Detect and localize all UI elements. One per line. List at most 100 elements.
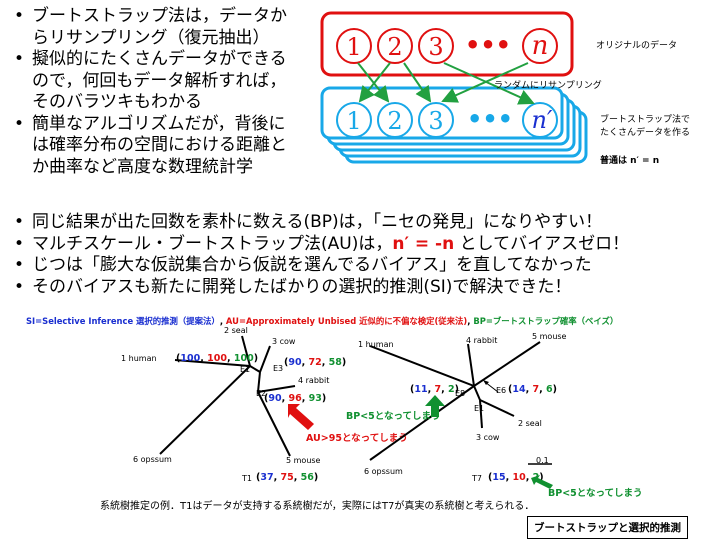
original-data-label: オリジナルのデータ: [596, 39, 677, 51]
triple-au: 75: [280, 472, 294, 483]
triple-bp: 2: [448, 384, 455, 395]
resampled-ellipsis: •••: [467, 105, 513, 133]
leaf-human: 1 human: [121, 354, 157, 363]
resampling-arrows: [357, 62, 535, 105]
bullet-dot: •: [14, 113, 25, 134]
leaf-rabbit: 4 rabbit: [298, 376, 330, 385]
bullet-text: そのバイアスも新たに開発したばかりの選択的推測(SI)で解決できた！: [32, 276, 572, 297]
legend-separator: ,: [467, 316, 474, 326]
tree-branch: [479, 399, 483, 429]
resampled-circle-1: [336, 102, 372, 138]
triple-bp: 100: [233, 353, 254, 364]
legend-bp: BP=ブートストラップ確率（ベイズ）: [473, 316, 619, 326]
triple-t1: (37, 75, 56): [256, 472, 319, 483]
tree-branch: [159, 365, 251, 455]
triple-bp: 93: [308, 393, 322, 404]
bp-arrow-icon: [425, 395, 445, 417]
bullet-line: 擬似的にたくさんデータができる: [32, 49, 287, 69]
edge-label-e1: E1: [474, 404, 485, 413]
bullet-line: ので，何回もデータ解析すれば，: [32, 70, 287, 91]
triple-e1: (100, 100, 100): [176, 353, 259, 364]
leaf-seal: 2 seal: [224, 326, 248, 335]
middle-bullet-list: • 同じ結果が出た回数を素朴に数える(BP)は，「ニセの発見」になりやすい！ •…: [10, 212, 715, 298]
triple-au: 10: [512, 472, 526, 483]
triple-si: 14: [512, 384, 526, 395]
method-legend: SI=Selective Inference 選択的推測（提案法）, AU=Ap…: [26, 315, 618, 327]
tree-branch: [467, 343, 475, 387]
original-circle-2: [377, 28, 413, 64]
tree-branch: [369, 385, 475, 461]
bullet-line: そのバラツキもわかる: [32, 92, 202, 112]
original-item-2: 2: [387, 33, 402, 61]
triple-au: 7: [532, 384, 540, 395]
leaf-mouse: 5 mouse: [286, 456, 321, 465]
legend-au: AU=Approximately Unbised 近似的に不偏な検定(従来法): [225, 316, 468, 326]
bullet-si: • そのバイアスも新たに開発したばかりの選択的推測(SI)で解決できた！: [10, 277, 715, 299]
bullet-dot: •: [14, 276, 25, 297]
original-circle-1: [336, 28, 372, 64]
top-bullet-list: • ブートストラップ法は，データか らリサンプリング（復元抽出） • 擬似的にた…: [10, 6, 330, 178]
bullet-text: マルチスケール・ブートストラップ法(AU)は，: [32, 233, 393, 254]
usual-n-label: 普通は n′ = n: [600, 154, 659, 166]
triple-si: 90: [288, 357, 302, 368]
bullet-bp: • 同じ結果が出た回数を素朴に数える(BP)は，「ニセの発見」になりやすい！: [10, 212, 715, 234]
bullet-text: としてバイアスゼロ！: [454, 233, 630, 254]
bullet-dot: •: [14, 233, 25, 254]
bullet-line: 簡単なアルゴリズムだが，背後に: [32, 113, 286, 134]
tree-branch: [479, 399, 515, 417]
phylogenetic-tree-t1: [159, 335, 296, 457]
tree-label-t1: T1: [242, 474, 252, 483]
triple-e2: (90, 96, 93): [264, 393, 327, 404]
resampled-item-n: n′: [532, 106, 553, 134]
resampled-item-2: 2: [387, 107, 402, 135]
resampled-circle-3: [418, 102, 454, 138]
bullet-line: らリサンプリング（復元抽出）: [32, 27, 270, 48]
triple-si: 37: [260, 472, 274, 483]
tree-branch: [241, 335, 251, 367]
many-data-label-2: たくさんデータを作る: [600, 126, 690, 138]
triple-si: 11: [414, 384, 428, 395]
tree-branch: [257, 391, 291, 457]
leaf-cow: 3 cow: [272, 337, 296, 346]
edge-label-e1: E1: [240, 365, 251, 374]
node-pointer-arrow-icon: [483, 380, 499, 393]
bullet-dot: •: [14, 255, 25, 275]
bullet-dot: •: [14, 49, 25, 69]
bullet-dot: •: [14, 6, 25, 26]
legend-si: SI=Selective Inference 選択的推測（提案法）: [26, 316, 220, 326]
bootstrap-resampling-diagram: 1 2 3 ••• n 1 2 3 ••• n′ オリジナルのデータ ランダムに…: [320, 11, 690, 166]
phylogenetic-tree-t7: [369, 341, 552, 465]
bullet-line: ブートストラップ法は，データか: [32, 6, 287, 26]
leaf-seal: 2 seal: [518, 419, 542, 428]
tree-branch: [473, 385, 481, 401]
tree-branch: [259, 345, 271, 373]
bullet-line: は確率分布の空間における距離と: [32, 135, 287, 155]
tree-branch: [369, 345, 475, 387]
many-data-label-1: ブートストラップ法で: [600, 113, 690, 125]
triple-au: 7: [434, 384, 442, 395]
leaf-opssum: 6 opssum: [364, 467, 403, 476]
scale-label: 0.1: [536, 456, 549, 465]
triple-si: 15: [492, 472, 506, 483]
triple-au: 96: [288, 393, 302, 404]
leaf-opssum: 6 opssum: [133, 455, 172, 464]
original-circle-n: [522, 28, 558, 64]
random-resample-label: ランダムにリサンプリング: [494, 79, 602, 91]
annotation-bp-2: BP<5となってしまう: [548, 488, 643, 499]
tree-label-t7: T7: [472, 474, 482, 483]
bullet-pseudo-data: • 擬似的にたくさんデータができる ので，何回もデータ解析すれば， そのバラツキ…: [10, 49, 330, 114]
resampled-item-3: 3: [428, 107, 443, 135]
bullet-bootstrap-definition: • ブートストラップ法は，データか らリサンプリング（復元抽出）: [10, 6, 330, 49]
original-item-1: 1: [346, 33, 361, 61]
triple-bp: 56: [300, 472, 314, 483]
bullet-emphasis: n′ = -n: [392, 233, 455, 254]
edge-label-e6: E6: [496, 386, 507, 395]
triple-bp: 6: [546, 384, 553, 395]
leaf-cow: 3 cow: [476, 433, 500, 442]
resampled-item-1: 1: [346, 107, 361, 135]
triple-si: 100: [180, 353, 201, 364]
triple-au: 100: [207, 353, 227, 364]
edge-label-e2: E2: [256, 389, 267, 398]
resampled-circle-2: [377, 102, 413, 138]
original-item-n: n: [532, 31, 549, 61]
